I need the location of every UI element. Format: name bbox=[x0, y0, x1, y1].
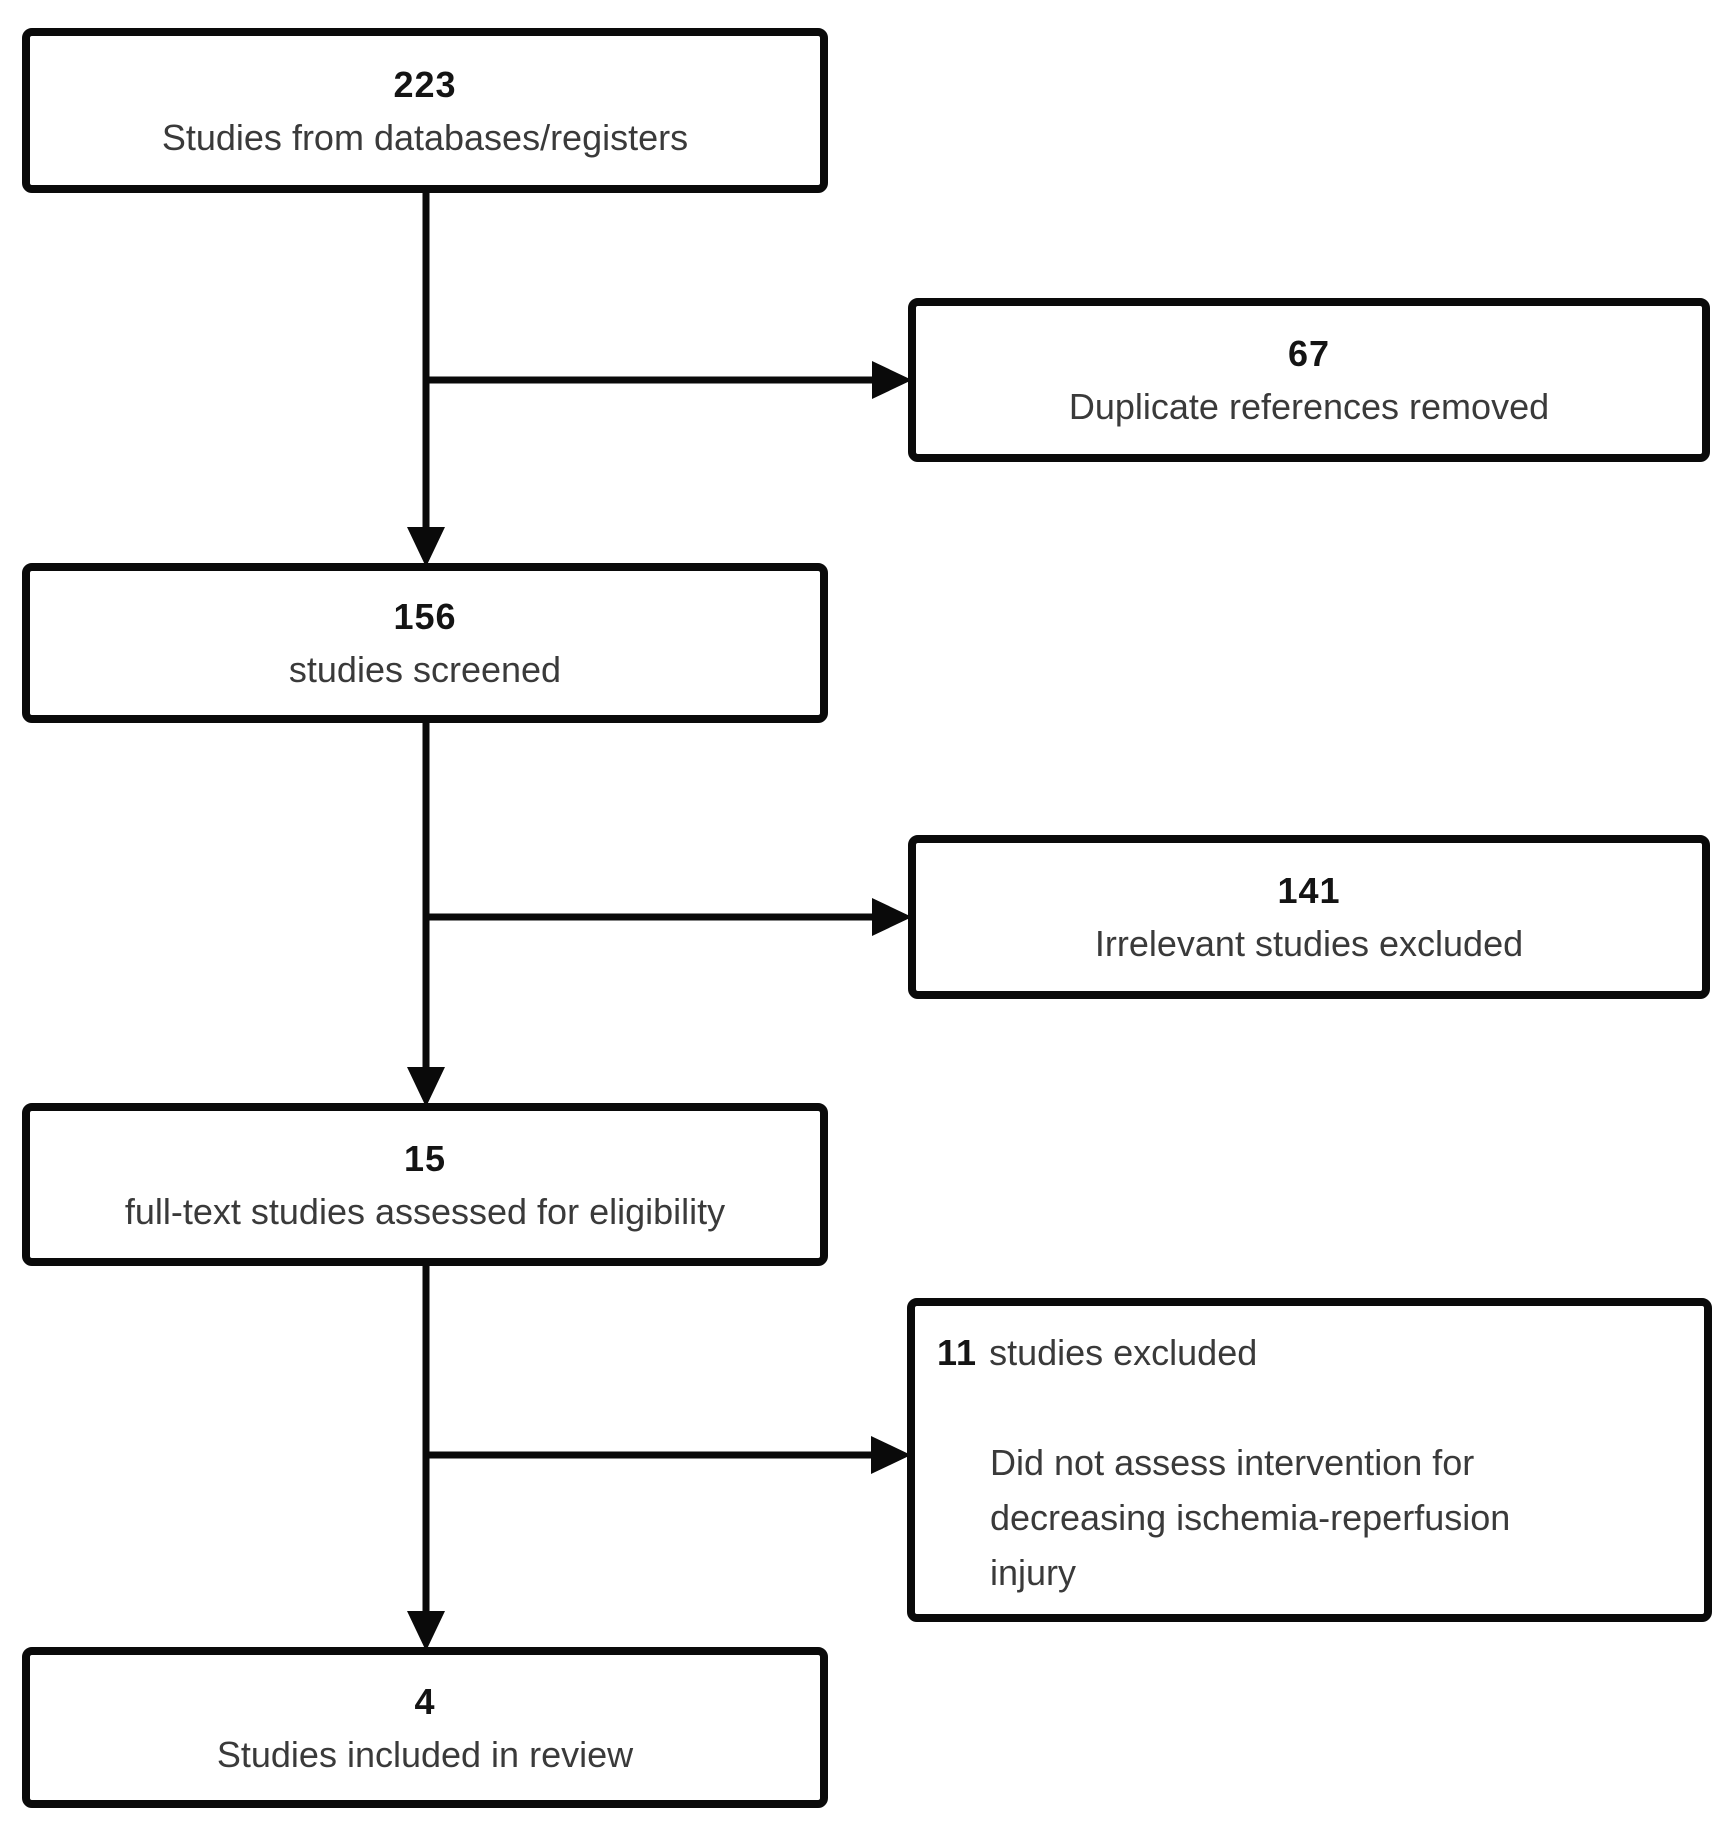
excluded-reason: Did not assess intervention for decreasi… bbox=[990, 1442, 1511, 1593]
excluded-headline: 11 studies excluded bbox=[937, 1326, 1680, 1379]
excluded-label: studies excluded bbox=[989, 1332, 1258, 1373]
flow-box-studies-screened: 156 studies screened bbox=[22, 563, 828, 723]
connector-databases-to-screened bbox=[407, 193, 445, 567]
databases-label: Studies from databases/registers bbox=[161, 116, 689, 158]
irrelevant-label: Irrelevant studies excluded bbox=[1094, 923, 1524, 964]
duplicates-count: 67 bbox=[1287, 333, 1331, 374]
fulltext-label: full-text studies assessed for eligibili… bbox=[124, 1190, 726, 1232]
flow-box-studies-from-databases: 223 Studies from databases/registers bbox=[22, 28, 828, 193]
connector-branch-duplicates bbox=[426, 361, 912, 399]
excluded-count: 11 bbox=[937, 1332, 978, 1373]
connector-screened-to-fulltext bbox=[407, 723, 445, 1107]
duplicates-label: Duplicate references removed bbox=[1068, 386, 1550, 427]
connector-branch-irrelevant bbox=[426, 898, 912, 936]
flow-box-studies-excluded: 11 studies excluded Did not assess interv… bbox=[907, 1298, 1712, 1622]
flow-box-duplicates-removed: 67 Duplicate references removed bbox=[908, 298, 1710, 462]
databases-count: 223 bbox=[393, 63, 457, 105]
irrelevant-count: 141 bbox=[1277, 870, 1341, 911]
screened-label: studies screened bbox=[288, 649, 562, 690]
flow-box-fulltext-assessed: 15 full-text studies assessed for eligib… bbox=[22, 1103, 828, 1266]
connector-branch-excluded bbox=[426, 1436, 911, 1474]
fulltext-count: 15 bbox=[403, 1137, 447, 1179]
included-label: Studies included in review bbox=[216, 1733, 634, 1775]
connector-fulltext-to-included bbox=[407, 1266, 445, 1651]
flow-box-studies-included: 4 Studies included in review bbox=[22, 1647, 828, 1808]
included-count: 4 bbox=[414, 1680, 436, 1722]
screened-count: 156 bbox=[393, 596, 457, 637]
flow-box-irrelevant-excluded: 141 Irrelevant studies excluded bbox=[908, 835, 1710, 999]
